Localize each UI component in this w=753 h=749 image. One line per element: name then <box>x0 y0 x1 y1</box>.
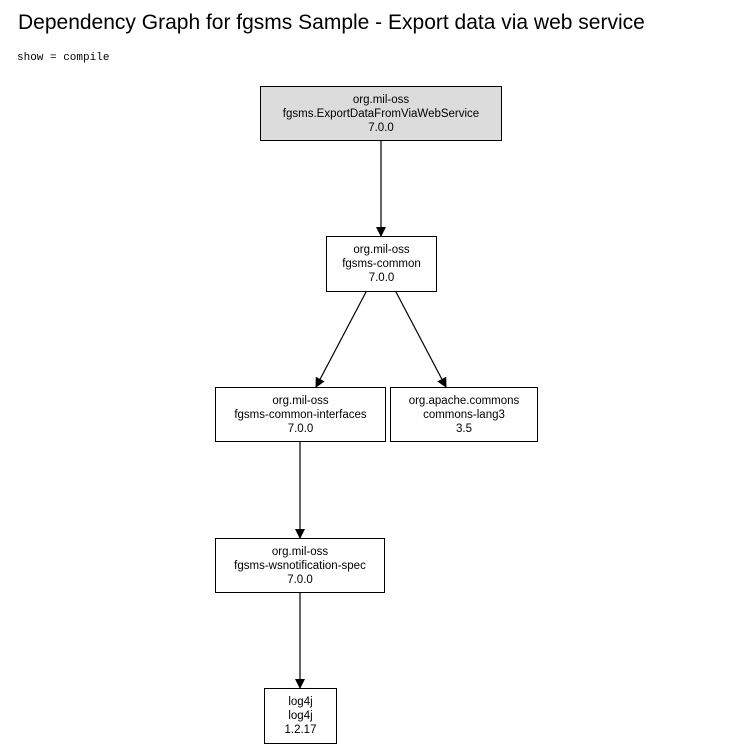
node-group-label: org.apache.commons <box>408 394 520 407</box>
node-group-label: org.mil-oss <box>353 244 410 256</box>
node-version-label: 7.0.0 <box>287 573 313 586</box>
page-title: Dependency Graph for fgsms Sample - Expo… <box>18 11 645 34</box>
graph-edge-common-to-commons-lang3 <box>395 291 447 388</box>
node-version-label: 7.0.0 <box>368 121 394 134</box>
node-group-label: org.mil-oss <box>271 545 329 558</box>
node-artifact-label: fgsms-common-interfaces <box>234 408 367 421</box>
node-artifact-label: fgsms-wsnotification-spec <box>234 559 366 572</box>
node-artifact-label: fgsms.ExportDataFromViaWebService <box>282 107 480 120</box>
node-group-label: org.mil-oss <box>352 93 410 106</box>
node-version-label: 7.0.0 <box>287 422 314 435</box>
node-version-label: 1.2.17 <box>284 724 317 736</box>
node-artifact-label: log4j <box>288 710 313 722</box>
node-group-label: log4j <box>288 696 313 708</box>
node-group-label: org.mil-oss <box>272 394 329 407</box>
graph-edge-common-to-common-interfaces <box>315 291 367 388</box>
graph-node-common: org.mil-oss fgsms-common 7.0.0 <box>326 236 437 292</box>
scope-filter-label: show = compile <box>17 52 110 64</box>
node-artifact-label: commons-lang3 <box>423 408 505 421</box>
graph-node-log4j: log4j log4j 1.2.17 <box>264 688 337 744</box>
node-version-label: 3.5 <box>456 422 472 435</box>
node-version-label: 7.0.0 <box>368 272 395 284</box>
node-artifact-label: fgsms-common <box>342 258 421 270</box>
